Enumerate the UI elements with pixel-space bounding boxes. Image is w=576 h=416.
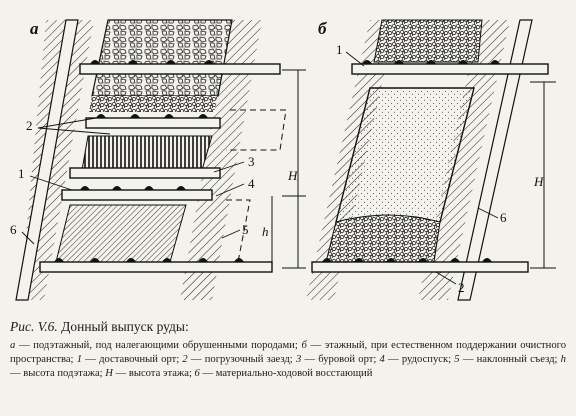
legend-key: 4 [379,354,385,365]
callout-4-a: 4 [248,176,255,191]
legend-text: — погрузочный заезд; [187,354,296,365]
dim-H-a: H [287,168,298,183]
ore-block-lower [55,204,187,263]
callout-3-a: 3 [248,154,255,169]
dimension-lines-b [530,81,556,269]
blasted-ore-block [81,135,213,171]
panel-a-letter: а [30,19,39,38]
drift-drilling [69,167,221,179]
ramp-5 [226,199,251,263]
legend-text: — этажный, при естественном поддержании … [10,340,566,365]
figure-caption: Рис. V.6. Донный выпуск руды: а — подэта… [10,318,566,381]
caption-title-text: Донный выпуск руды: [61,319,189,334]
dim-H-b: H [533,174,544,189]
legend-key: а [10,340,16,351]
legend-text: — буровой орт; [301,354,380,365]
panel-b-letter: б [318,19,328,38]
drift-top-b [351,63,549,75]
broken-ore-b [325,214,441,263]
callout-6-a: 6 [10,222,17,237]
legend-key: h [560,354,566,365]
caption-title: Рис. V.6. Донный выпуск руды: [10,318,566,336]
legend-key: б [301,340,307,351]
caption-legend: а — подэтажный, под налегающими обрушенн… [10,339,566,381]
legend-text: — материально-ходовой восстающий [199,368,373,379]
dimension-lines-a [271,69,306,269]
panel-b: б 1 6 2 H [306,19,556,301]
callout-6-b: 6 [500,210,507,225]
loading-points-b [322,60,500,262]
callout-1-a: 1 [18,166,25,181]
drift-haulage-middle [61,189,213,201]
drift-loading-upper [85,117,221,129]
callout-5-a: 5 [242,222,249,237]
legend-text: — подэтажный, под налегающими обрушенным… [15,340,302,351]
callout-2-a: 2 [26,118,33,133]
ore-gravel-top-b [373,19,483,63]
legend-text: — высота этажа; [112,368,195,379]
dim-h-a: h [262,224,269,239]
ore-pass-4 [226,109,287,151]
drift-top [79,63,281,75]
callout-2-b: 2 [458,280,465,295]
callout-1-b: 1 [336,42,343,57]
drift-bottom-b [311,261,529,273]
caption-prefix: Рис. [10,319,35,334]
legend-key: 5 [454,354,460,365]
legend-key: H [105,368,113,379]
loading-points-a [54,60,244,262]
panel-a: а 2 1 3 4 5 6 H h [10,19,306,301]
legend-text: — наклонный съезд; [459,354,561,365]
ore-gravel-upper [89,96,218,112]
legend-key: 3 [295,354,302,365]
drift-haulage-bottom [39,261,273,273]
legend-key: 6 [194,368,200,379]
caption-number: V.6. [37,319,58,334]
leader-lines-a [21,117,245,245]
leader-lines-b [345,51,499,285]
host-rock-right [180,20,262,300]
raise-6 [15,19,79,301]
raise-6-b [457,19,533,301]
legend-text: — высота подэтажа; [10,368,106,379]
legend-text: — рудоспуск; [384,354,455,365]
legend-text: — доставочный орт; [82,354,183,365]
legend-key: 1 [76,354,83,365]
legend-key: 2 [182,354,188,365]
host-rock-right-b [418,20,510,300]
mining-cross-section-figure: а 2 1 3 4 5 6 H h [10,19,556,301]
caved-rock [91,19,233,97]
